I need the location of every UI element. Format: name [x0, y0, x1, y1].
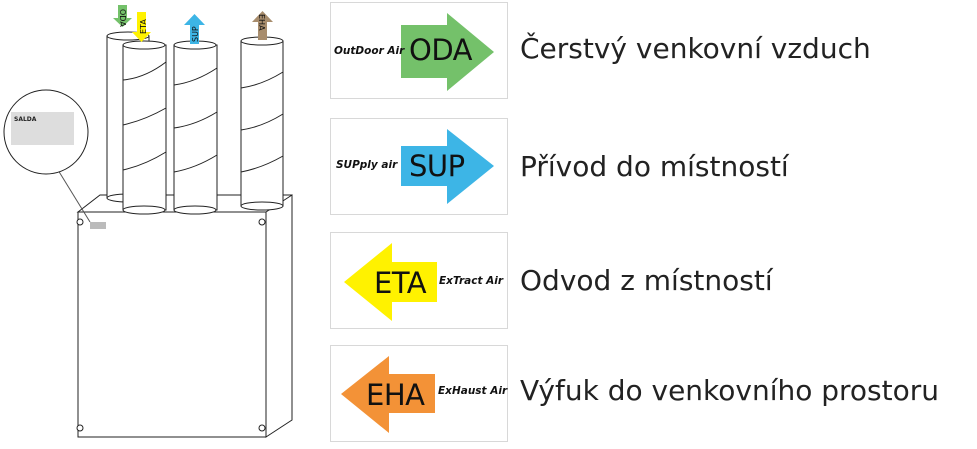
legend-full-eta: ExTract Air [439, 275, 504, 287]
legend-full-sup: SUPply air [336, 159, 398, 171]
brand-label: SALDA [14, 116, 37, 123]
pipe-arrow-sup [184, 14, 205, 44]
legend-abbr-eha: EHA [366, 378, 425, 412]
arrow-right-icon [401, 129, 494, 204]
pipe-eta [122, 40, 167, 215]
pipe-label-eta: ETA [139, 19, 148, 34]
legend-box-eha: EHA ExHaust Air [330, 345, 508, 442]
pipe-eha [240, 36, 284, 211]
ventilation-unit-illustration: SALDA ODA ETA SUP EHA [3, 5, 293, 438]
pipe-label-eha: EHA [257, 14, 266, 31]
legend-full-eha: ExHaust Air [438, 385, 508, 397]
legend-box-sup: SUPply air SUP [330, 118, 508, 215]
arrow-left-icon [341, 356, 435, 433]
legend-abbr-sup: SUP [409, 149, 465, 183]
legend-full-oda: OutDoor Air [334, 45, 405, 57]
legend-desc-eta: Odvod z místností [520, 264, 773, 297]
unit-front [77, 211, 267, 438]
rating-plate [11, 112, 74, 145]
pipe-label-sup: SUP [191, 26, 200, 42]
legend-desc-sup: Přívod do místností [520, 150, 789, 183]
pipe-arrow-eta [132, 12, 151, 42]
legend-abbr-oda: ODA [409, 33, 473, 67]
legend-desc-eha: Výfuk do venkovního prostoru [520, 374, 940, 407]
legend-desc-oda: Čerstvý venkovní vzduch [520, 32, 871, 65]
arrow-right-icon [401, 13, 494, 91]
pipe-arrow-eha [252, 11, 273, 40]
pipe-sup [173, 40, 218, 215]
pipe-arrow-oda [113, 5, 132, 27]
legend-box-eta: ETA ExTract Air [330, 232, 508, 329]
pipe-label-oda: ODA [118, 9, 127, 27]
legend-box-oda: OutDoor Air ODA [330, 2, 508, 99]
arrow-left-icon [344, 243, 437, 321]
legend-abbr-eta: ETA [374, 266, 427, 300]
